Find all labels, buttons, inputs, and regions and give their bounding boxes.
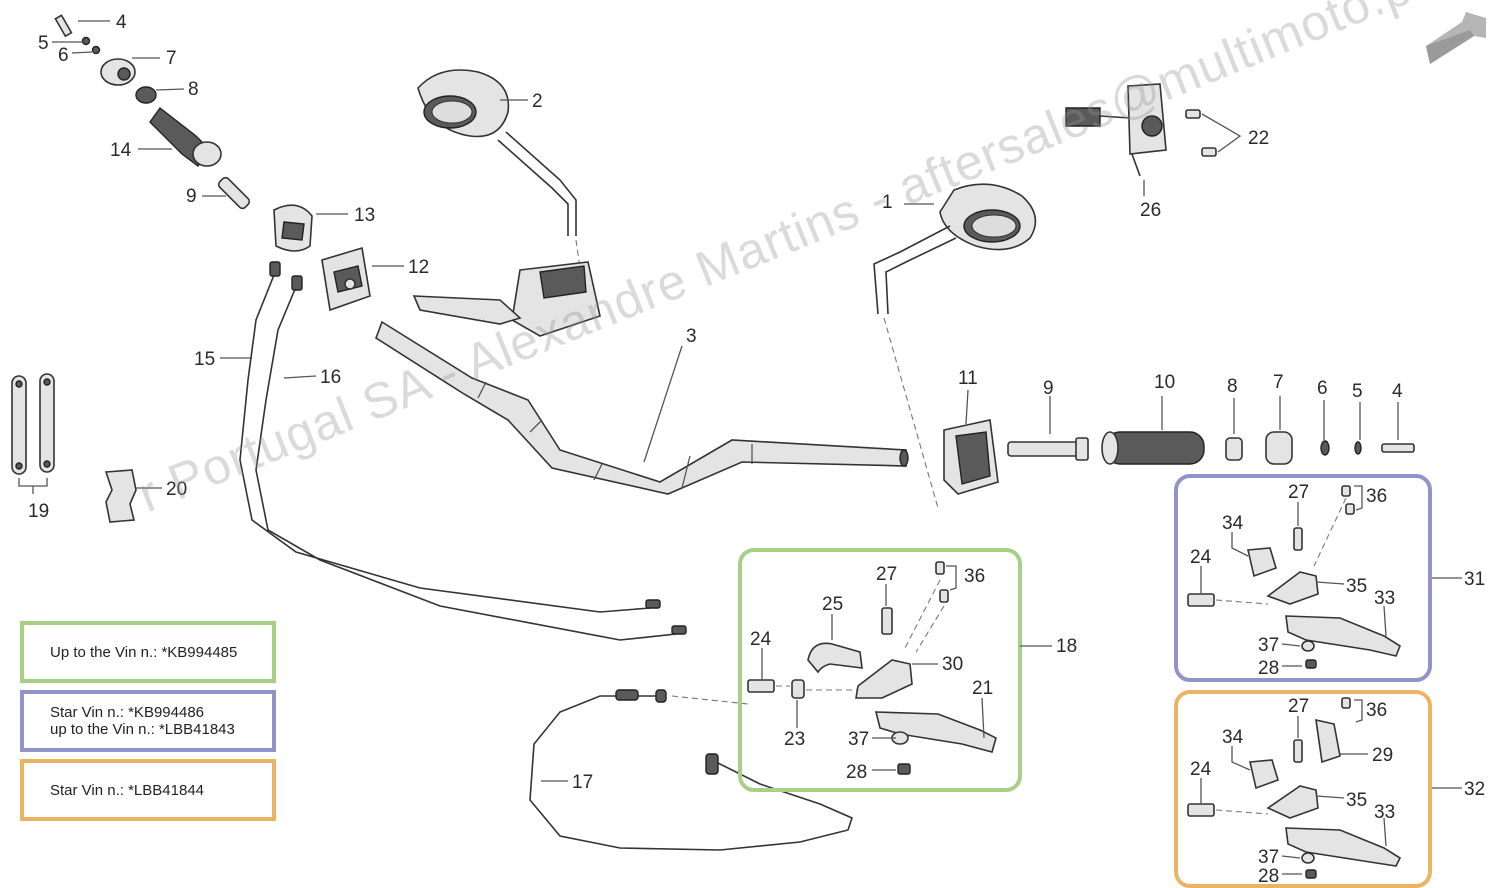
label-14: 14 <box>110 140 132 161</box>
variant-box-orange <box>1174 690 1432 888</box>
label-33-orange: 33 <box>1374 802 1395 823</box>
clutch-lever-assembly-green <box>747 561 997 775</box>
label-27-blue: 27 <box>1288 482 1309 503</box>
left-grip-assembly <box>54 14 313 252</box>
label-1: 1 <box>882 192 893 213</box>
clutch-lever-assembly-orange <box>1187 697 1402 879</box>
throttle-tube-9-right <box>1007 441 1081 457</box>
legend-green-text: Up to the Vin n.: *KB994485 <box>50 643 238 661</box>
label-6-left: 6 <box>58 45 69 66</box>
label-28-orange: 28 <box>1258 866 1279 887</box>
label-3: 3 <box>686 326 697 347</box>
label-11: 11 <box>958 368 978 389</box>
label-5-right: 5 <box>1352 381 1363 402</box>
variant-box-blue <box>1174 474 1432 682</box>
label-34-orange: 34 <box>1222 727 1244 748</box>
label-27-green: 27 <box>876 564 897 585</box>
label-36-orange: 36 <box>1366 700 1387 721</box>
label-9-right: 9 <box>1043 378 1054 399</box>
label-30: 30 <box>942 654 963 675</box>
label-15: 15 <box>194 349 215 370</box>
label-35-blue: 35 <box>1346 576 1367 597</box>
cable-clip-20 <box>104 469 137 523</box>
label-34-blue: 34 <box>1222 513 1244 534</box>
label-25: 25 <box>822 594 843 615</box>
throttle-cables <box>239 261 687 641</box>
arrow-corner-icon <box>1426 12 1486 64</box>
screw-4-right <box>1381 443 1415 453</box>
label-4-left: 4 <box>116 12 127 33</box>
label-8-left: 8 <box>188 79 199 100</box>
label-19: 19 <box>28 501 49 522</box>
washer-5-right <box>1354 441 1362 455</box>
label-10: 10 <box>1154 372 1175 393</box>
label-31: 31 <box>1464 569 1485 590</box>
clutch-cable-17 <box>529 689 853 851</box>
cable-straps-19 <box>11 373 55 475</box>
label-37-orange: 37 <box>1258 847 1279 868</box>
washer-5-left <box>81 36 91 46</box>
grip-10 <box>1105 431 1205 465</box>
label-8-right: 8 <box>1227 376 1238 397</box>
label-7-right: 7 <box>1273 372 1284 393</box>
label-32: 32 <box>1464 779 1485 800</box>
label-37-blue: 37 <box>1258 635 1279 656</box>
label-22: 22 <box>1248 128 1269 149</box>
ignition-switch-26 <box>1065 83 1217 177</box>
label-24-orange: 24 <box>1190 759 1212 780</box>
label-9-left: 9 <box>186 186 197 207</box>
legend-orange-text: Star Vin n.: *LBB41844 <box>50 781 204 799</box>
label-37-green: 37 <box>848 729 869 750</box>
mirror-2-assembly <box>412 69 601 337</box>
right-grip-assembly <box>943 419 1415 495</box>
insert-8-left <box>135 86 157 104</box>
washer-6-right <box>1320 440 1330 456</box>
bar-end-7-right <box>1265 431 1293 465</box>
label-28-blue: 28 <box>1258 658 1279 679</box>
clutch-lever-assembly-blue <box>1187 485 1401 669</box>
label-21: 21 <box>972 678 993 699</box>
label-13: 13 <box>354 205 375 226</box>
label-18: 18 <box>1056 636 1077 657</box>
label-36-blue: 36 <box>1366 486 1387 507</box>
leader-lines <box>18 20 1462 875</box>
label-29: 29 <box>1372 745 1393 766</box>
label-16: 16 <box>320 367 341 388</box>
washer-6-left <box>91 45 101 55</box>
label-17: 17 <box>572 772 593 793</box>
screw-4-left <box>54 14 73 38</box>
label-7-left: 7 <box>166 48 177 69</box>
insert-8-right <box>1225 437 1243 461</box>
part-labels: 4 5 6 7 8 14 9 13 12 2 1 3 15 16 17 19 2… <box>28 12 1485 887</box>
handlebar-3 <box>375 320 909 495</box>
legend-blue-line1: Star Vin n.: *KB994486 <box>50 704 204 721</box>
label-4-right: 4 <box>1392 381 1403 402</box>
label-23: 23 <box>784 729 805 750</box>
label-28-green: 28 <box>846 762 867 783</box>
legend-orange: Star Vin n.: *LBB41844 <box>20 759 276 821</box>
label-5-left: 5 <box>38 33 49 54</box>
legend-blue-line2: up to the Vin n.: *LBB41843 <box>50 721 235 738</box>
label-20: 20 <box>166 479 187 500</box>
legend-green: Up to the Vin n.: *KB994485 <box>20 621 276 683</box>
switch-12 <box>321 246 371 312</box>
label-36-green: 36 <box>964 566 985 587</box>
label-6-right: 6 <box>1317 378 1328 399</box>
label-35-orange: 35 <box>1346 790 1367 811</box>
label-24-green: 24 <box>750 629 772 650</box>
variant-box-green <box>738 548 1022 792</box>
label-12: 12 <box>408 257 429 278</box>
mirror-1-assembly <box>873 183 1037 509</box>
label-33-blue: 33 <box>1374 588 1395 609</box>
legend-blue: Star Vin n.: *KB994486 up to the Vin n.:… <box>20 690 276 752</box>
label-26: 26 <box>1140 200 1161 221</box>
label-2: 2 <box>532 91 543 112</box>
label-27-orange: 27 <box>1288 696 1309 717</box>
front-brake-lever <box>412 295 522 325</box>
label-24-blue: 24 <box>1190 547 1212 568</box>
throttle-tube-9-left <box>217 176 251 210</box>
